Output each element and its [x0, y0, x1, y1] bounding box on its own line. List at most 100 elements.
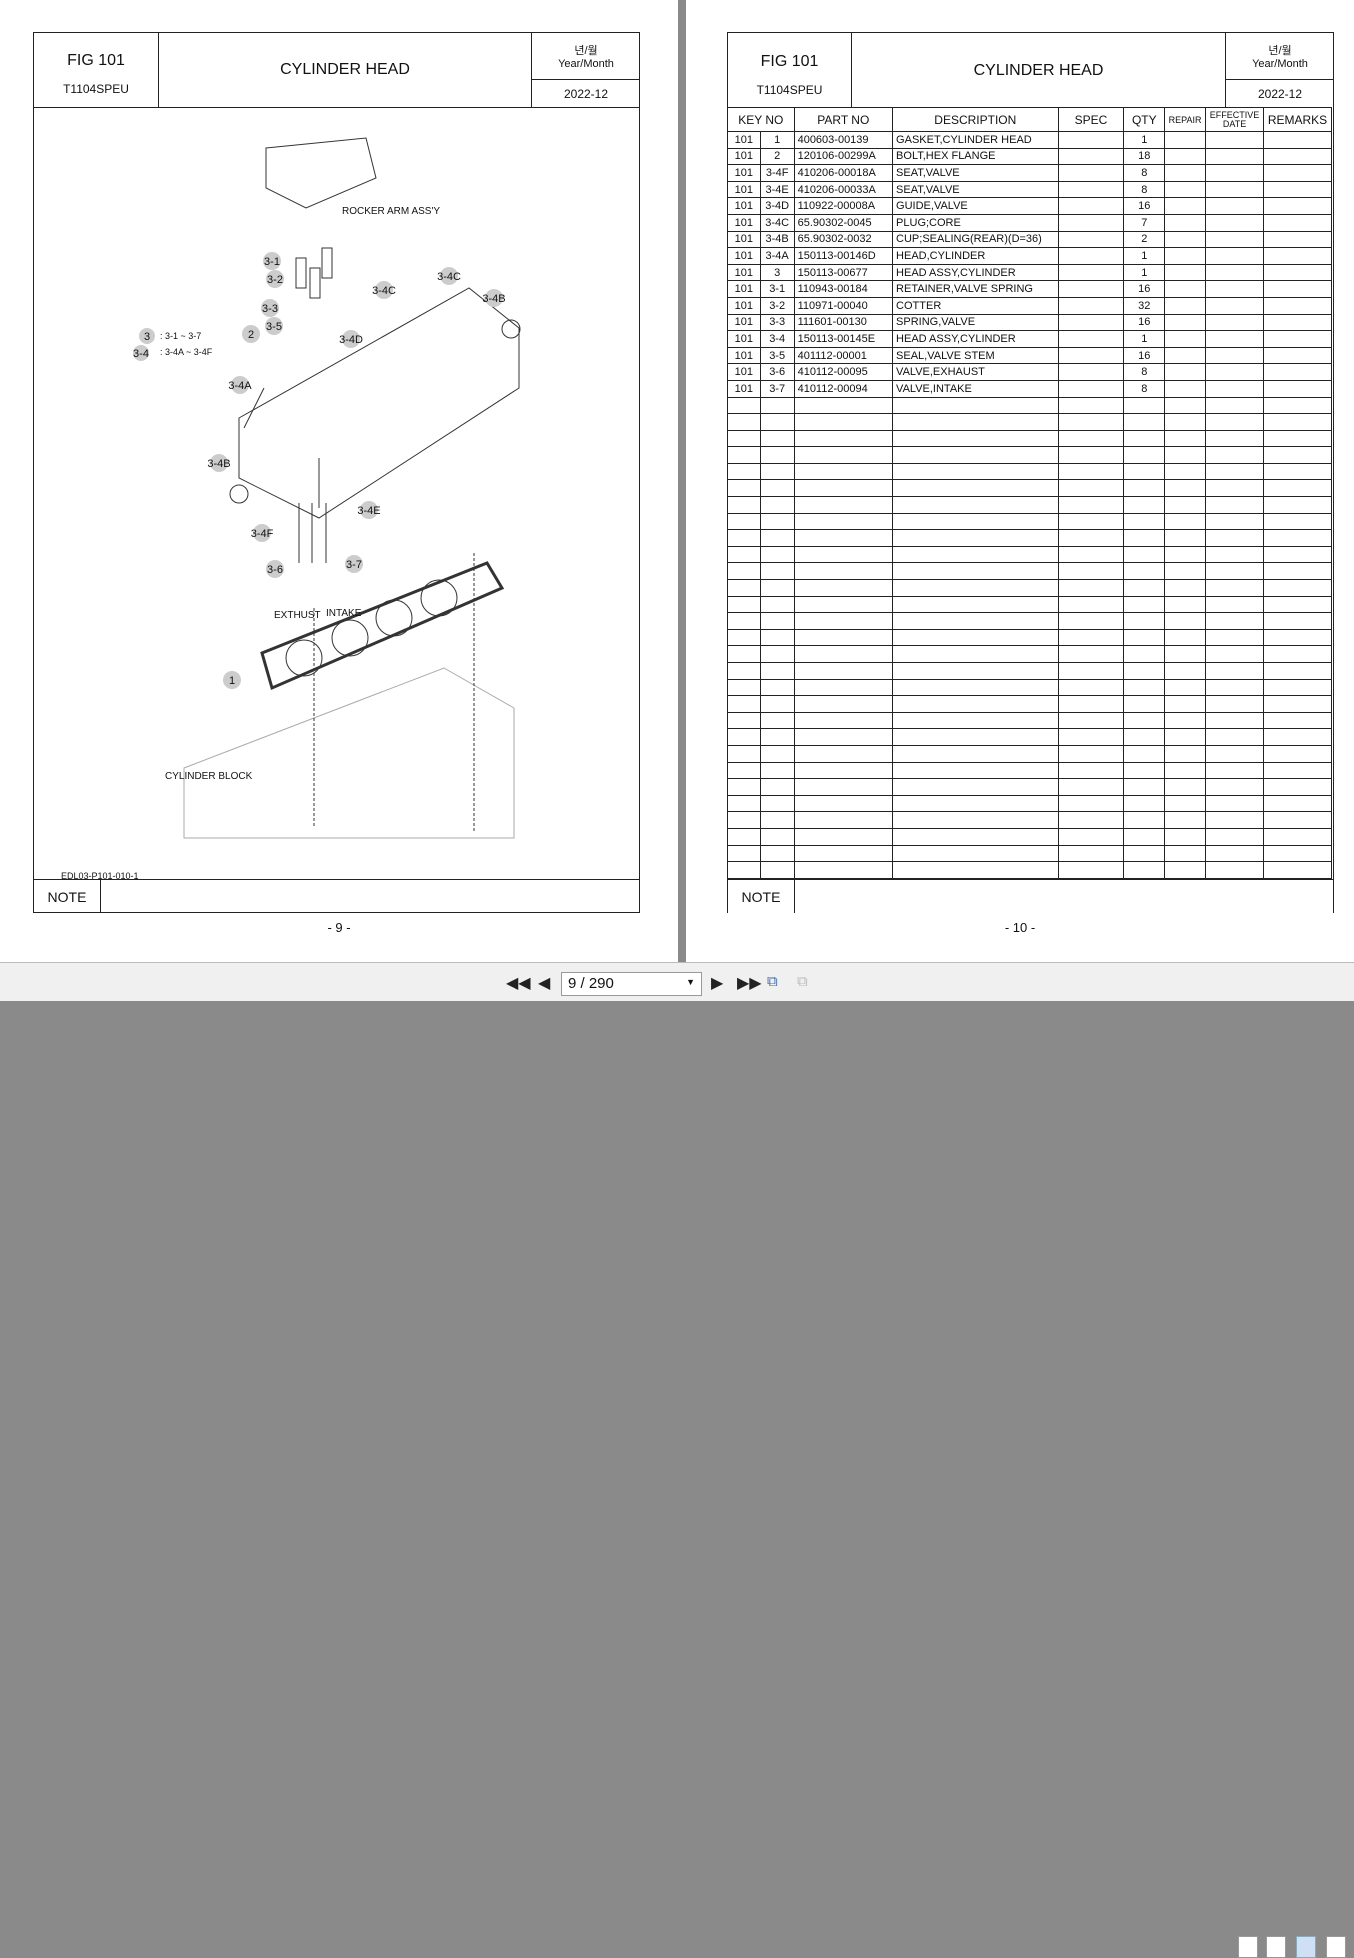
continuous-view-icon[interactable] — [1266, 1936, 1286, 1958]
continuous-facing-view-icon[interactable] — [1326, 1936, 1346, 1958]
table-cell — [1164, 612, 1207, 630]
table-row — [727, 744, 1332, 763]
table-cell — [1164, 579, 1207, 597]
first-page-button[interactable]: ◀◀ — [506, 975, 531, 992]
table-cell — [1263, 728, 1332, 746]
legend-3-4-range: : 3-4A ~ 3-4F — [160, 347, 213, 357]
exploded-diagram: ROCKER ARM ASS'Y EXTHUST INTAKE CYLINDER… — [61, 137, 521, 880]
table-cell — [1164, 263, 1207, 282]
table-cell — [1123, 711, 1166, 730]
table-cell — [1057, 280, 1125, 298]
table-cell — [1263, 280, 1332, 298]
table-cell: GUIDE,VALVE — [892, 197, 1059, 215]
table-cell: 3-4C — [759, 213, 795, 232]
table-cell — [793, 512, 894, 531]
dropdown-arrow-icon[interactable]: ▼ — [686, 977, 695, 987]
table-cell — [1164, 711, 1207, 730]
table-cell — [727, 429, 761, 448]
table-cell — [1057, 462, 1125, 481]
svg-text:3-4F: 3-4F — [251, 528, 274, 540]
table-cell — [759, 662, 795, 680]
table-cell: 1 — [1123, 247, 1166, 265]
table-cell — [727, 761, 761, 780]
table-cell — [1057, 230, 1125, 249]
table-cell — [1263, 446, 1332, 464]
table-cell: SPRING,VALVE — [892, 313, 1059, 332]
table-cell — [1205, 147, 1265, 166]
label-cylinder-block: CYLINDER BLOCK — [165, 771, 253, 782]
table-cell — [1205, 313, 1265, 332]
last-page-button[interactable]: ▶▶ — [737, 975, 762, 992]
table-cell: 410112-00095 — [793, 363, 894, 381]
table-cell — [759, 844, 795, 863]
table-cell — [892, 462, 1059, 481]
table-cell — [1263, 545, 1332, 564]
rocker-arm-drawing — [265, 137, 377, 209]
table-cell — [1263, 628, 1332, 647]
table-header: KEY NO PART NO DESCRIPTION SPEC QTY REPA… — [727, 107, 1332, 132]
table-cell — [1123, 446, 1166, 464]
table-cell — [1164, 462, 1207, 481]
table-cell: 400603-00139 — [793, 131, 894, 149]
table-cell — [1263, 595, 1332, 614]
previous-page-button[interactable]: ◀ — [538, 975, 551, 992]
table-cell — [1263, 794, 1332, 813]
table-cell — [759, 778, 795, 796]
table-cell: 101 — [727, 213, 761, 232]
page-number-select[interactable]: 9 / 290 ▼ — [561, 972, 702, 996]
table-cell — [892, 429, 1059, 448]
table-cell — [1057, 628, 1125, 647]
callout: 3-4A — [228, 376, 252, 394]
col-key-no: KEY NO — [727, 107, 795, 132]
table-row — [727, 678, 1332, 697]
next-page-button[interactable]: ▶ — [711, 975, 724, 992]
page-number: - 10 - — [1004, 920, 1036, 935]
table-cell — [1123, 496, 1166, 514]
table-cell — [727, 628, 761, 647]
table-row — [727, 844, 1332, 863]
page-field-value: 9 / 290 — [568, 975, 614, 992]
table-cell — [1263, 711, 1332, 730]
svg-text:3-1: 3-1 — [264, 256, 280, 268]
table-cell — [793, 612, 894, 630]
table-cell — [892, 811, 1059, 829]
table-cell — [892, 744, 1059, 763]
callout: 3-7 — [345, 555, 363, 573]
previous-view-icon[interactable]: ⧉ — [767, 973, 778, 990]
table-cell: 410206-00033A — [793, 180, 894, 199]
table-cell — [759, 628, 795, 647]
table-cell — [1057, 529, 1125, 547]
table-row — [727, 496, 1332, 514]
svg-text:3-2: 3-2 — [267, 274, 283, 286]
callout: 1 — [223, 671, 241, 689]
single-page-view-icon[interactable] — [1238, 1936, 1258, 1958]
table-cell — [727, 545, 761, 564]
table-cell — [1164, 147, 1207, 166]
table-cell: HEAD,CYLINDER — [892, 247, 1059, 265]
col-remarks: REMARKS — [1263, 107, 1332, 132]
callout: 3-3 — [261, 299, 279, 317]
facing-view-icon[interactable] — [1296, 1936, 1316, 1958]
table-cell — [892, 695, 1059, 713]
next-view-icon[interactable]: ⧉ — [797, 973, 808, 990]
table-cell: 8 — [1123, 164, 1166, 182]
table-cell — [793, 496, 894, 514]
table-cell — [1057, 446, 1125, 464]
table-cell: RETAINER,VALVE SPRING — [892, 280, 1059, 298]
table-cell: 3-4E — [759, 180, 795, 199]
table-cell — [1205, 346, 1265, 365]
table-cell — [727, 595, 761, 614]
table-cell — [1057, 761, 1125, 780]
table-cell — [793, 811, 894, 829]
table-cell — [793, 446, 894, 464]
table-cell — [1263, 263, 1332, 282]
table-cell: 7 — [1123, 213, 1166, 232]
callout: 3-4F — [251, 524, 274, 542]
table-cell — [1057, 612, 1125, 630]
table-cell — [1057, 728, 1125, 746]
table-cell: 101 — [727, 379, 761, 398]
